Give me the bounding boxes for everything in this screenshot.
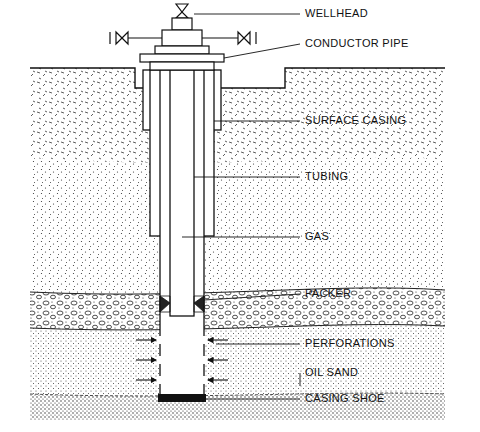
perforations-symbol [136,336,228,384]
gravel-layer [30,288,445,330]
callout-label: WELLHEAD [305,7,475,20]
packer-symbol [160,296,204,312]
callout-label: CONDUCTOR PIPE [305,37,475,50]
production-casing [160,70,204,396]
callout-label: OIL SAND [305,366,475,379]
strata-boundary [30,288,445,330]
casing-shoe-symbol [158,394,206,402]
callout-label: PERFORATIONS [305,337,475,350]
callout-label: CASING SHOE [305,392,475,405]
leader-lines [182,14,300,399]
callout-label: SURFACE CASING [305,114,475,127]
sand-layer [30,157,445,294]
callout-label: PACKER [305,287,475,300]
oil-sand-layer [30,325,445,396]
tubing-pipe [170,70,194,316]
ground-surface [30,68,445,88]
well-casing [143,70,221,396]
callout-label: GAS [305,230,475,243]
callout-label: TUBING [305,170,475,183]
